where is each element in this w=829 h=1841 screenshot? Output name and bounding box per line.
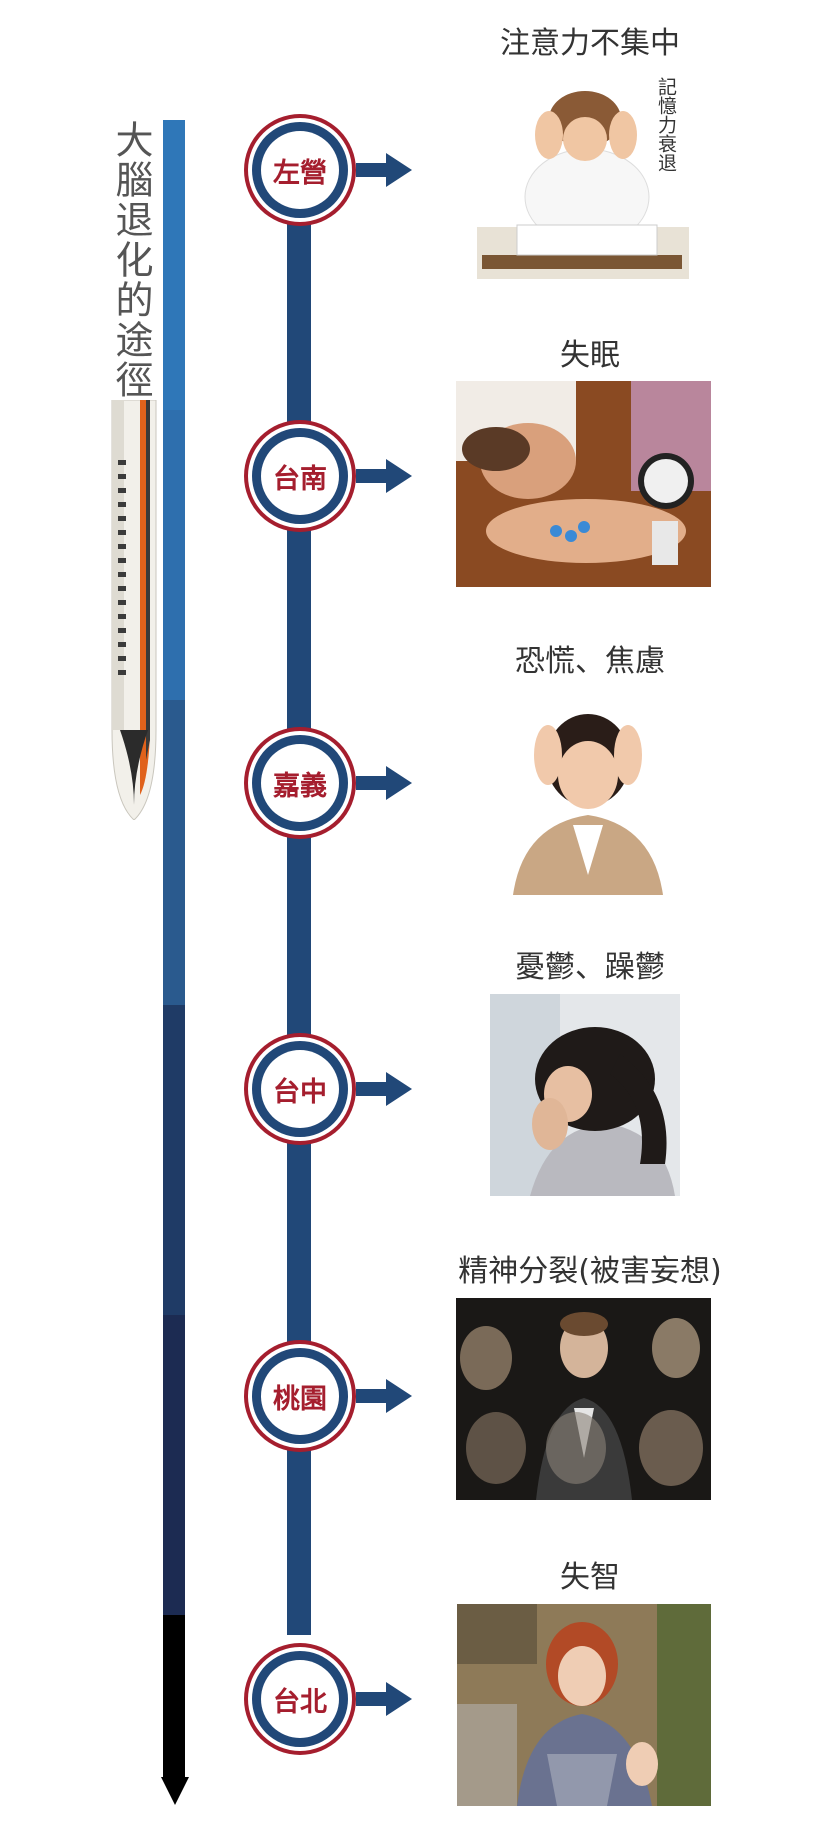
station-name: 桃園 [273,1383,327,1415]
timeline-segment-5 [163,1315,185,1615]
connector-line [356,1389,386,1403]
timeline-segment-1 [163,120,185,410]
station-taipei: 台北 [244,1643,356,1755]
timeline-segment-2 [163,410,185,700]
station-taoyuan: 桃園 [244,1340,356,1452]
connector-line [356,1692,386,1706]
symptom-label: 精神分裂(被害妄想) [458,1254,722,1289]
woman-headache-anxiety-photo [493,705,683,895]
station-name: 台南 [273,463,327,495]
symptom-label: 恐慌、焦慮 [515,644,665,679]
woman-crying-depression-photo [490,994,680,1196]
symptom-label: 注意力不集中 [500,26,680,61]
man-sleepless-pills-clock-photo [456,381,711,587]
timeline-segment-3 [163,700,185,1005]
connector-line [356,163,386,177]
arrow-down-icon [161,1777,189,1805]
arrow-right-icon [386,153,412,187]
station-zuoying: 左營 [244,114,356,226]
arrow-right-icon [386,1072,412,1106]
station-name: 台中 [273,1076,327,1108]
high-speed-rail-train-icon [104,399,164,824]
connector-line [356,1082,386,1096]
boy-stressed-head-in-hands-photo [477,77,689,279]
connector-line [356,469,386,483]
symptom-label: 憂鬱、躁鬱 [515,950,665,985]
station-tainan: 台南 [244,420,356,532]
side-note: 記憶力衰退 [655,77,677,172]
station-taichung: 台中 [244,1033,356,1145]
timeline-segment-6 [163,1615,185,1777]
symptom-label: 失智 [560,1560,620,1595]
station-chiayi: 嘉義 [244,727,356,839]
station-name: 嘉義 [273,770,327,802]
woman-dementia-confused-photo [457,1604,711,1806]
page-title: 大腦退化的途徑 [109,120,153,400]
arrow-right-icon [386,766,412,800]
arrow-right-icon [386,1682,412,1716]
station-name: 左營 [273,157,327,189]
timeline-segment-4 [163,1005,185,1315]
arrow-right-icon [386,459,412,493]
man-schizophrenia-multiple-faces-photo [456,1298,711,1500]
connector-line [356,776,386,790]
arrow-right-icon [386,1379,412,1413]
symptom-label: 失眠 [560,338,620,373]
station-name: 台北 [273,1686,327,1718]
